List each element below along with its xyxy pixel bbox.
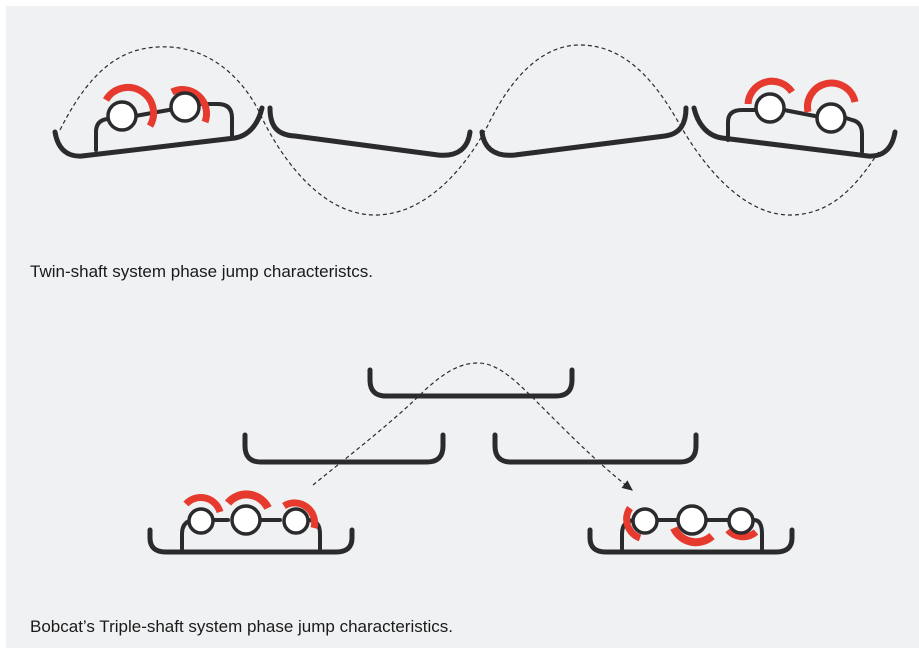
- triple-tray-left: [147, 490, 355, 555]
- shaft-roller: [727, 507, 755, 535]
- shaft-red-arc: [282, 499, 319, 529]
- triple-tray-right: [587, 504, 795, 555]
- shaft-roller: [282, 507, 310, 535]
- roller-frame: [726, 108, 864, 154]
- twin-tray-middle-left: [267, 105, 473, 158]
- triple-tray-middle-right: [492, 432, 699, 465]
- twin-shaft-diagram: [52, 44, 898, 216]
- shaft-red-arc: [170, 86, 211, 124]
- shaft-roller: [631, 507, 659, 535]
- shaft-roller: [187, 507, 215, 535]
- tray-base: [52, 105, 265, 159]
- twin-phase-wave: [59, 44, 881, 216]
- triple-shaft-caption: Bobcat’s Triple-shaft system phase jump …: [30, 617, 453, 636]
- twin-tray-middle-right: [479, 105, 689, 158]
- twin-tray-left: [52, 83, 265, 159]
- triple-shaft-diagram: [147, 362, 795, 555]
- triple-phase-path: [312, 362, 633, 491]
- shaft-red-arc: [744, 77, 795, 105]
- shaft-red-arc: [224, 490, 272, 510]
- twin-tray-right: [691, 77, 898, 159]
- shaft-roller: [169, 91, 201, 123]
- tray-base: [691, 105, 898, 159]
- triple-tray-middle-left: [242, 432, 446, 465]
- shaft-red-arc: [804, 79, 859, 113]
- shaft-roller: [676, 504, 708, 536]
- shaft-roller: [754, 92, 786, 124]
- shaft-red-arc: [623, 506, 642, 542]
- shaft-red-arc: [183, 494, 224, 514]
- roller-frame: [180, 518, 322, 554]
- shaft-roller: [815, 102, 847, 134]
- twin-shaft-caption: Twin-shaft system phase jump characteris…: [30, 262, 373, 281]
- tray-base: [147, 527, 355, 555]
- tray-base: [587, 527, 795, 555]
- shaft-roller: [106, 100, 138, 132]
- shaft-red-arc: [725, 527, 759, 541]
- shaft-red-arc: [102, 83, 158, 128]
- shaft-roller: [230, 504, 262, 536]
- shaft-red-arc: [670, 526, 715, 547]
- triple-tray-top: [367, 367, 575, 399]
